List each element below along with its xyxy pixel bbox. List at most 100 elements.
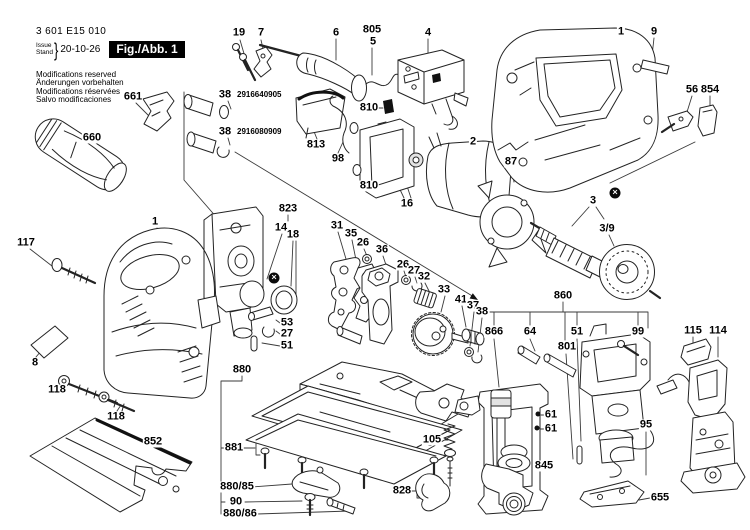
part-label-27: 27: [406, 264, 422, 277]
part-label-61: 61: [543, 408, 559, 421]
part-854-button: [697, 104, 718, 137]
part-828-lever: [415, 473, 451, 512]
part-label-32: 32: [416, 270, 432, 283]
issue-row: Issue Stand } 20-10-26 Fig./Abb. 1: [36, 38, 256, 61]
part-813-guard: [295, 88, 346, 139]
title-block: 3 601 E15 010 Issue Stand } 20-10-26 Fig…: [36, 26, 256, 105]
part-label-98: 98: [330, 152, 346, 165]
part-label-854: 854: [699, 83, 721, 96]
part-label-61: 61: [543, 422, 559, 435]
brace-glyph: }: [54, 38, 59, 61]
part-61-screw: [534, 425, 540, 431]
part-guide-unit: [576, 323, 651, 465]
part-41-37-38-bearing: [461, 328, 485, 364]
document-number: 3 601 E15 010: [36, 26, 107, 37]
part-label-53: 53: [279, 316, 295, 329]
part-7-clamp: [253, 46, 273, 78]
part-label-95: 95: [638, 418, 654, 431]
part-87-bearing-flange: [477, 180, 547, 268]
part-label-845: 845: [533, 459, 555, 472]
part-label-26: 26: [355, 236, 371, 249]
part-label-880: 880: [231, 363, 253, 376]
part-label-880-85: 880/85: [219, 480, 255, 493]
part-label-866: 866: [483, 325, 505, 338]
part-label-18: 18: [285, 228, 301, 241]
part-label-37: 37: [465, 299, 481, 312]
part-label-801: 801: [556, 340, 578, 353]
part-660-handle: [34, 118, 127, 192]
part-label-6: 6: [331, 26, 341, 39]
housing-right-half: [491, 27, 659, 193]
part-label-828: 828: [391, 484, 413, 497]
part-label-3: 3: [588, 194, 598, 207]
part-label-852: 852: [142, 435, 164, 448]
housing-left-half: [103, 227, 215, 399]
part-95-cable: [609, 429, 655, 478]
part-661-clamp: [142, 91, 175, 132]
part-label-87: 87: [503, 155, 519, 168]
part-823-gear-housing: [197, 206, 264, 339]
part-label-661: 661: [122, 90, 144, 103]
part-label-4: 4: [423, 26, 433, 39]
part-label-90: 90: [228, 495, 244, 508]
part-880-85-insert: [291, 466, 341, 498]
part-label-655: 655: [649, 491, 671, 504]
part-label-38: 38: [474, 305, 490, 318]
part-label-56: 56: [684, 83, 700, 96]
note-line: Salvo modificaciones: [36, 95, 112, 105]
part-label-9: 9: [649, 25, 659, 38]
part-label-99: 99: [630, 325, 646, 338]
part-label-660: 660: [81, 131, 103, 144]
part-label-105: 105: [421, 433, 443, 446]
part-26-27-32-rollers: [362, 254, 437, 309]
part-label-3-9: 3/9: [598, 222, 616, 235]
part-99-screw: [617, 340, 640, 357]
part-label-51: 51: [569, 325, 585, 338]
part-3-armature: [529, 221, 662, 300]
note-line: Modifications reserved: [36, 70, 117, 79]
grease-marker-icon-✕: ✕: [609, 187, 621, 199]
part-117-screw: [51, 258, 97, 285]
stand-word: Stand: [36, 48, 53, 56]
part-label-118: 118: [106, 410, 126, 423]
issue-word: Issue: [36, 41, 52, 49]
part-label-38: 38: [217, 125, 233, 138]
part-label-7: 7: [256, 26, 266, 39]
part-label-1: 1: [150, 215, 160, 228]
part-61-screw: [535, 411, 541, 417]
order-number-label-2916080909: 2916080909: [237, 127, 282, 136]
part-label-810: 810: [358, 179, 380, 192]
part-56-lever: [660, 110, 694, 134]
part-label-881: 881: [223, 441, 245, 454]
part-90-screw: [304, 493, 316, 517]
part-115-flap: [680, 338, 712, 366]
part-label-36: 36: [374, 243, 390, 256]
arrowhead-icon: [469, 293, 478, 300]
order-number-label-2916640905: 2916640905: [237, 90, 282, 99]
part-881-screw: [260, 447, 270, 470]
part-label-27: 27: [279, 327, 295, 340]
part-label-16: 16: [399, 197, 415, 210]
part-845-roller-bracket: [481, 463, 534, 516]
part-label-5: 5: [368, 35, 378, 48]
part-label-1: 1: [616, 25, 626, 38]
part-38-rings: [183, 94, 230, 158]
part-label-33: 33: [436, 283, 452, 296]
part-label-26: 26: [395, 258, 411, 271]
part-label-810: 810: [358, 101, 380, 114]
figure-badge: Fig./Abb. 1: [109, 41, 185, 58]
part-label-35: 35: [343, 227, 359, 240]
note-line: Änderungen vorbehalten: [36, 78, 124, 88]
part-2-field: [425, 132, 512, 218]
part-label-64: 64: [522, 325, 538, 338]
part-655-cover: [579, 480, 645, 508]
part-label-115: 115: [683, 324, 703, 337]
part-19-screws: [232, 43, 257, 82]
part-6-cord: [258, 43, 405, 102]
part-label-2: 2: [468, 135, 478, 148]
part-label-14: 14: [273, 221, 289, 234]
part-880-86-pin: [326, 497, 356, 515]
